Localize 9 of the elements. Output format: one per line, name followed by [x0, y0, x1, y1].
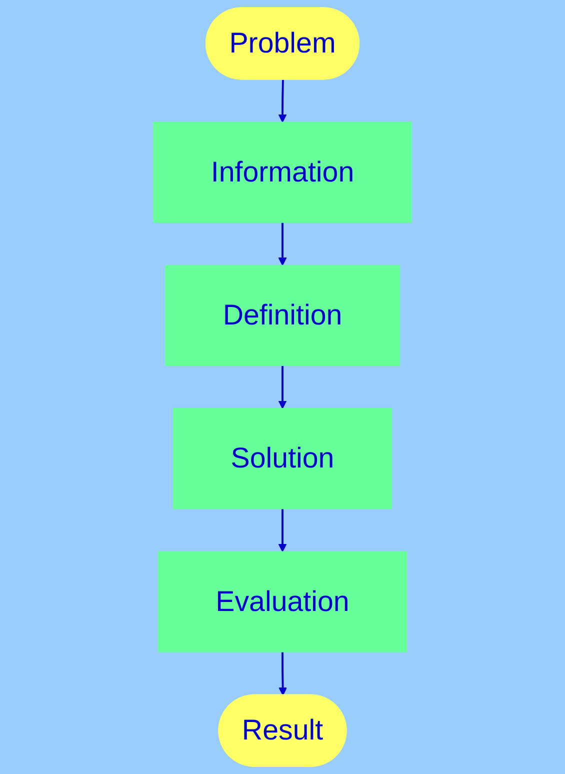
arrow	[278, 222, 287, 266]
arrow	[278, 80, 287, 123]
node-box: Evaluation	[158, 551, 408, 652]
node-box: Information	[153, 122, 412, 223]
arrow	[278, 652, 287, 696]
arrow	[278, 508, 287, 552]
node-box: Solution	[173, 408, 392, 510]
arrow	[278, 366, 287, 409]
node-box: Definition	[165, 264, 400, 366]
